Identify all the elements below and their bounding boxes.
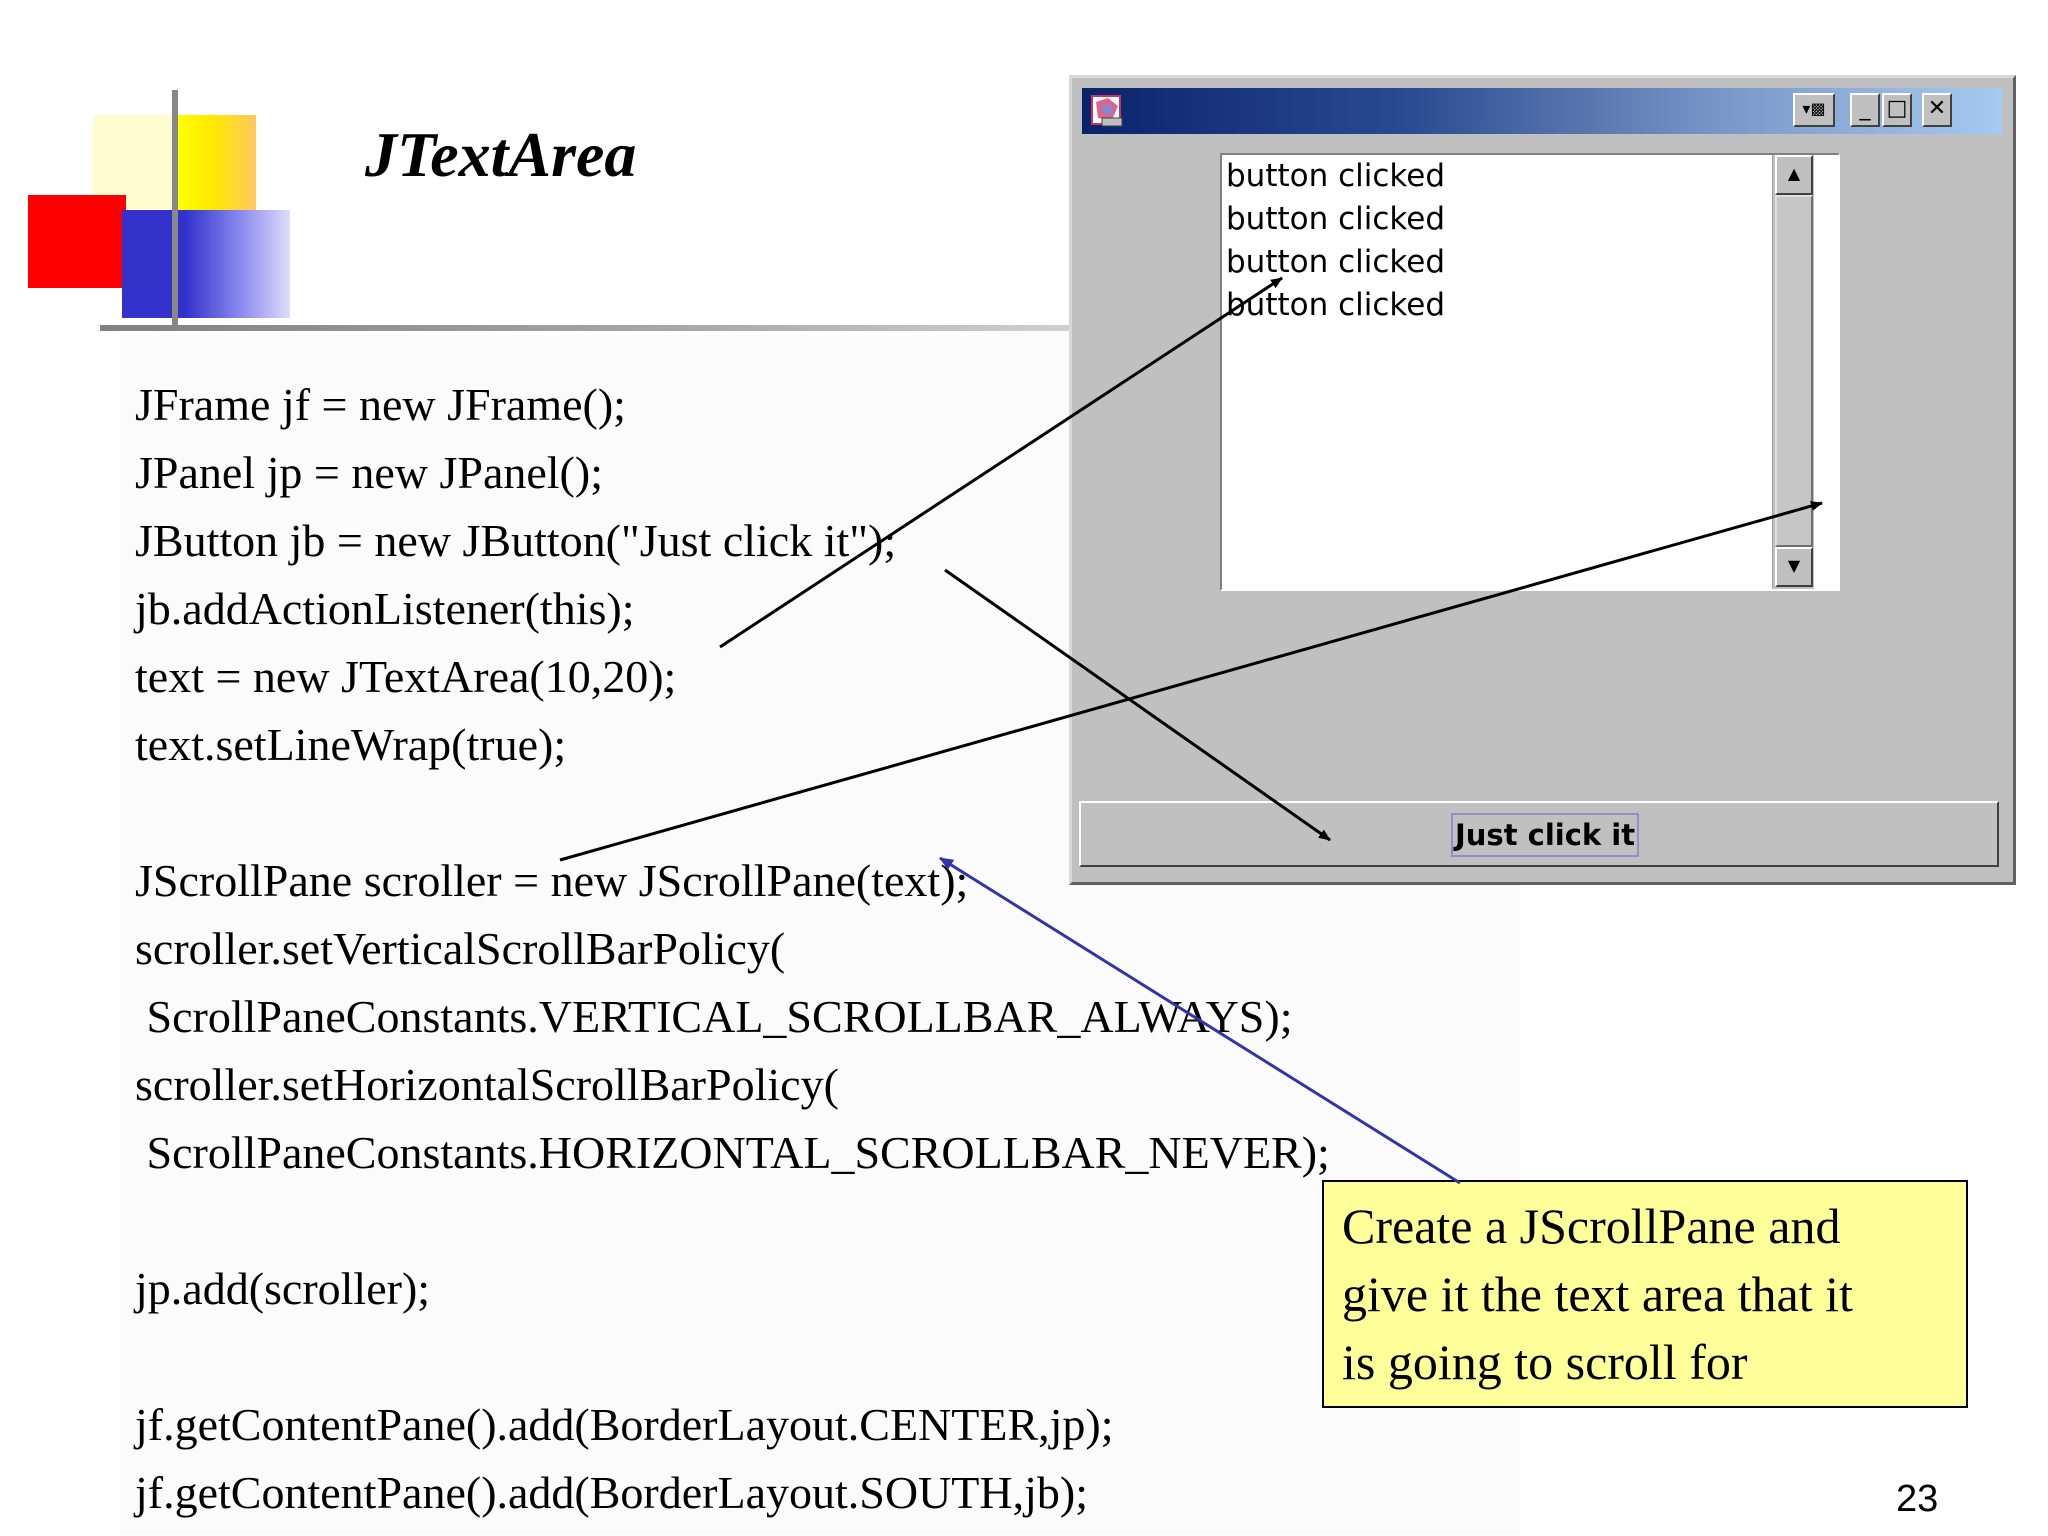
code-line: scroller.setHorizontalScrollBarPolicy( <box>135 1059 839 1110</box>
text-area-line: button clicked <box>1226 201 1446 237</box>
code-line: JButton jb = new JButton("Just click it"… <box>135 515 897 566</box>
just-click-it-button[interactable]: Just click it <box>1079 801 1999 867</box>
app-icon[interactable] <box>1088 92 1128 130</box>
logo-block-light-yellow <box>93 115 178 210</box>
code-line: scroller.setVerticalScrollBarPolicy( <box>135 923 786 974</box>
text-area[interactable]: button clicked button clicked button cli… <box>1220 153 1840 591</box>
callout-line: is going to scroll for <box>1342 1334 1748 1390</box>
logo-block-red <box>28 195 126 288</box>
vertical-scrollbar[interactable]: ▲ ▼ <box>1772 155 1814 589</box>
page-number: 23 <box>1896 1478 1939 1520</box>
code-line: jb.addActionListener(this); <box>135 583 635 634</box>
window-title-bar[interactable]: ▾▩ _ □ ✕ <box>1082 88 2002 134</box>
code-line: JScrollPane scroller = new JScrollPane(t… <box>135 855 969 906</box>
slide-title: JTextArea <box>365 119 637 190</box>
close-button[interactable]: ✕ <box>1922 93 1952 127</box>
code-line: text = new JTextArea(10,20); <box>135 651 677 702</box>
minimize-button[interactable]: _ <box>1850 93 1880 127</box>
arrow-up-icon[interactable]: ▲ <box>1775 155 1813 195</box>
text-area-line: button clicked <box>1226 158 1446 194</box>
code-line: JFrame jf = new JFrame(); <box>135 379 626 430</box>
logo-block-yellow <box>178 115 256 210</box>
code-line: JPanel jp = new JPanel(); <box>135 447 603 498</box>
callout-box: Create a JScrollPane and give it the tex… <box>1322 1180 1968 1408</box>
code-line: text.setLineWrap(true); <box>135 719 567 770</box>
java-window: ▾▩ _ □ ✕ button clicked button clicked b… <box>1069 75 2016 885</box>
scrollbar-track[interactable] <box>1775 195 1813 547</box>
text-area-line: button clicked <box>1226 287 1446 323</box>
code-line: ScrollPaneConstants.HORIZONTAL_SCROLLBAR… <box>135 1127 1330 1178</box>
code-line: jp.add(scroller); <box>135 1263 431 1314</box>
code-line: jf.getContentPane().add(BorderLayout.SOU… <box>135 1467 1088 1518</box>
maximize-button[interactable]: □ <box>1882 93 1912 127</box>
logo-block-blue <box>122 210 290 318</box>
window-menu-button[interactable]: ▾▩ <box>1793 93 1835 127</box>
callout-line: give it the text area that it <box>1342 1266 1853 1322</box>
button-label: Just click it <box>1451 813 1640 857</box>
code-line: ScrollPaneConstants.VERTICAL_SCROLLBAR_A… <box>135 991 1293 1042</box>
title-underline <box>100 325 1072 331</box>
code-line: jf.getContentPane().add(BorderLayout.CEN… <box>135 1399 1114 1450</box>
text-area-line: button clicked <box>1226 244 1446 280</box>
arrow-down-icon[interactable]: ▼ <box>1775 547 1813 587</box>
logo-vertical-line <box>172 90 178 328</box>
callout-line: Create a JScrollPane and <box>1342 1198 1841 1254</box>
